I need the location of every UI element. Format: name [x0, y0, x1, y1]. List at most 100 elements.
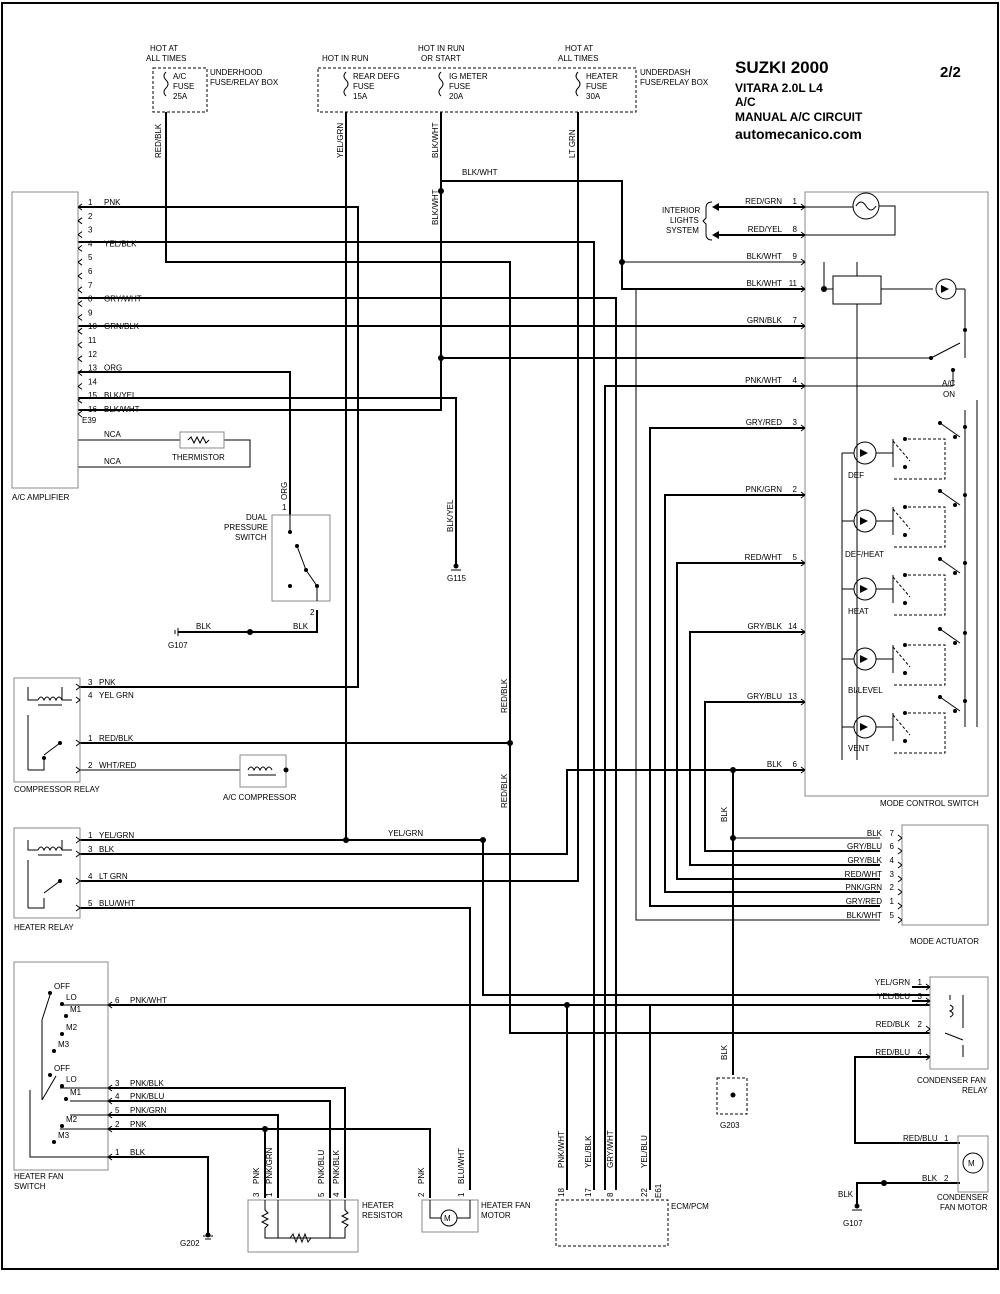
- amp-pin-number: 1: [88, 198, 93, 207]
- hfs-pin-number: 2: [115, 1120, 120, 1129]
- ma-pin-wire: GRY/BLU: [847, 842, 882, 851]
- mode-switch-contact: [939, 422, 961, 438]
- fan-position-label: LO: [66, 1075, 77, 1084]
- heater-fan-switch-box: [13, 961, 109, 1171]
- mcs-pin-number: 14: [788, 622, 797, 631]
- heater-fuse-rating: 30A: [586, 92, 601, 101]
- contact-point: [903, 711, 907, 715]
- cfr-feed-wires: [912, 986, 930, 1002]
- amp-pin-number: 2: [88, 212, 93, 221]
- grounds: G107 G115 G202 G203 BLK G107: [168, 563, 863, 1248]
- dps-pin2: 2: [310, 608, 315, 617]
- connector-chevron: [77, 258, 83, 266]
- mcs-pin-number: 5: [793, 553, 798, 562]
- header-make-year: SUZKI 2000: [735, 58, 829, 77]
- ma-pin-number: 5: [890, 911, 895, 920]
- hr-pin-wire: LT GRN: [99, 872, 128, 881]
- ma-pin-number: 6: [890, 842, 895, 851]
- nca-label-2: NCA: [104, 457, 122, 466]
- heater-fan-switch-label-1: HEATER FAN: [14, 1172, 64, 1181]
- dps-label-3: SWITCH: [235, 533, 267, 542]
- heater-resistor-box: [247, 1199, 359, 1253]
- ground-g115: G115: [447, 574, 467, 583]
- mcs-pin-wire: RED/GRN: [745, 197, 782, 206]
- ecm-pin-number: 22: [640, 1188, 649, 1197]
- mode-switch-gang: [892, 712, 946, 754]
- connector-chevron: [800, 231, 806, 239]
- wire-network: [78, 112, 960, 1235]
- g107-wire-blk: BLK: [838, 1190, 854, 1199]
- hfs-pin-number: 1: [115, 1148, 120, 1157]
- led-diode-symbol: [860, 585, 868, 593]
- ma-pin-wire: RED/WHT: [845, 870, 882, 879]
- underhood-fuse-box: HOT AT ALL TIMES A/C FUSE 25A UNDERHOOD …: [146, 44, 279, 113]
- compressor-relay-box: [13, 677, 81, 783]
- mcs-pin-number: 9: [793, 252, 798, 261]
- thermistor-label: THERMISTOR: [172, 453, 225, 462]
- mode-switch-gang: [892, 506, 946, 548]
- condenser-fan-motor: M 1 RED/BLU 2 BLK CONDENSER FAN MOTOR: [903, 1134, 989, 1212]
- heater-resistor-label-2: RESISTOR: [362, 1211, 403, 1220]
- mode-switch-gang: [892, 644, 946, 686]
- ground-g202: G202: [180, 1239, 200, 1248]
- cfr-pin-number: 1: [918, 978, 923, 987]
- ma-pin-number: 3: [890, 870, 895, 879]
- fan-position-label: M1: [70, 1088, 82, 1097]
- condenser-fan-motor-label-1: CONDENSER: [937, 1193, 988, 1202]
- connector-chevron: [107, 1097, 113, 1105]
- cfr-pin-number: 4: [918, 1048, 923, 1057]
- connector-chevron: [800, 285, 806, 293]
- hfs-pin-number: 6: [115, 996, 120, 1005]
- cfm-pin1: 1: [944, 1134, 949, 1143]
- contact-point: [953, 503, 957, 507]
- cfm-pin2-wire: BLK: [922, 1174, 938, 1183]
- condenser-fan-motor-label-2: FAN MOTOR: [940, 1203, 988, 1212]
- connector-chevron: [800, 424, 806, 432]
- cr-pin-wire: PNK: [99, 678, 116, 687]
- amp-pin-number: 11: [88, 336, 97, 345]
- fan-position-label: M2: [66, 1023, 78, 1032]
- wire-label-red-blk-3: RED/BLK: [500, 773, 509, 808]
- contact-point: [903, 505, 907, 509]
- rear-defg-fuse-symbol: [343, 71, 349, 97]
- thermistor-box: [179, 431, 225, 449]
- mode-control-switch: 1RED/GRN8RED/YEL9BLK/WHT11BLK/WHT7GRN/BL…: [745, 191, 989, 808]
- cr-pin-number: 3: [88, 678, 93, 687]
- hfs-pin-wire: BLK: [130, 1148, 146, 1157]
- ground-g203: G203: [720, 1121, 740, 1130]
- mcs-pin-wire: GRY/BLK: [747, 622, 782, 631]
- mcs-pin-number: 6: [793, 760, 798, 769]
- mode-label: BI/LEVEL: [848, 686, 883, 695]
- vertical-wire-labels: RED/BLK YEL/GRN BLK/WHT BLK/WHT BLK/WHT …: [154, 122, 729, 1060]
- ac-control-module: [832, 275, 882, 305]
- wire-label-blk-2: BLK: [720, 1044, 729, 1060]
- fan-position-label: OFF: [54, 1064, 70, 1073]
- contact-point: [52, 1140, 56, 1144]
- hfm-pin-wire: PNK: [417, 1167, 426, 1184]
- mode-actuator: 7BLK6GRY/BLU4GRY/BLK3RED/WHT2PNK/GRN1GRY…: [845, 824, 989, 946]
- wire-label-yel-grn: YEL/GRN: [336, 123, 345, 158]
- cfm-pin1-wire: RED/BLU: [903, 1134, 938, 1143]
- mode-label: VENT: [848, 744, 869, 753]
- mcs-pin-wire: GRY/BLU: [747, 692, 782, 701]
- header-system: A/C: [735, 95, 756, 109]
- g203-box: [716, 1077, 748, 1115]
- hfs-pin-wire: PNK/WHT: [130, 996, 167, 1005]
- connector-chevron: [107, 1084, 113, 1092]
- contact-point: [48, 991, 52, 995]
- hr-pin-number: 1: [88, 831, 93, 840]
- connector-chevron: [77, 231, 83, 238]
- connector-chevron: [925, 1053, 931, 1061]
- hot-at-all-times-label-b: HOT AT: [565, 44, 593, 53]
- mode-switch-contact: [939, 490, 961, 506]
- amp-pin-number: 7: [88, 281, 93, 290]
- interior-lights-label-3: SYSTEM: [666, 226, 699, 235]
- connector-chevron: [77, 272, 83, 280]
